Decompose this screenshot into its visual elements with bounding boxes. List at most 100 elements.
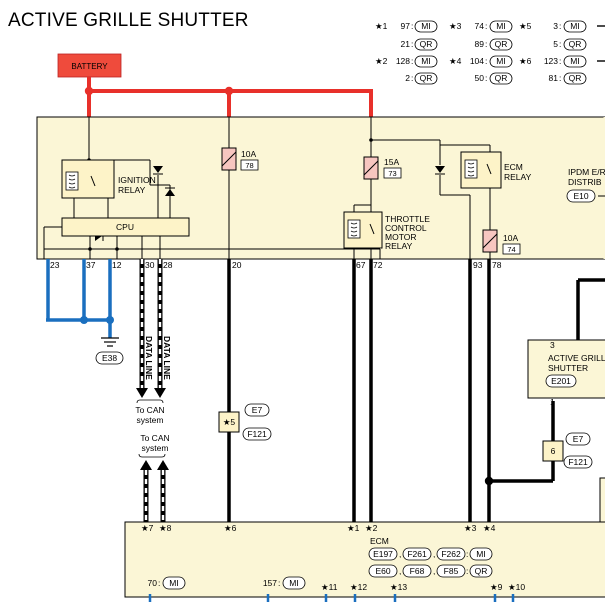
legend-tag-10: QR (569, 39, 582, 49)
ipdm-module: IGNITION RELAY CPU 10A 78 (36, 116, 605, 260)
svg-text::: : (466, 549, 468, 559)
power-wires (87, 77, 373, 117)
ecm-bottom-pin-157-tag: MI (289, 578, 298, 588)
svg-text:,: , (399, 566, 401, 576)
battery-label: BATTERY (71, 62, 108, 71)
data-line-wires (136, 259, 166, 398)
pin-23: 23 (50, 260, 60, 270)
ecm-relay-label-2: RELAY (504, 172, 532, 182)
ipdm-name-1: IPDM E/R (568, 167, 605, 177)
ecm-bottom-pin-70: 70 (148, 578, 158, 588)
legend-star-5: ★3 (449, 21, 462, 31)
svg-text:,: , (399, 549, 401, 559)
ground-connector: E38 (102, 353, 117, 363)
legend-code-4: 2 (405, 73, 410, 83)
legend-tag-5: MI (496, 21, 505, 31)
svg-text::: : (466, 566, 468, 576)
svg-text::: : (485, 56, 487, 66)
ecm-top-pin-8: ★8 (159, 523, 172, 533)
ecm-bottom-pin-11: ★11 (321, 582, 338, 592)
legend-tag-box (414, 20, 438, 33)
pin-72: 72 (373, 260, 383, 270)
pin-37: 37 (86, 260, 96, 270)
legend-code-1: 97 (401, 21, 411, 31)
ignition-relay: IGNITION RELAY (61, 159, 156, 199)
ecm-top-pin-3: ★3 (464, 523, 477, 533)
ecm-conn-f68: F68 (410, 566, 425, 576)
joint-6-conn-1: E7 (573, 434, 584, 444)
fuse-74-amp: 10A (503, 233, 518, 243)
svg-text::: : (559, 39, 561, 49)
legend-code-2: 21 (401, 39, 411, 49)
legend-code-11: 123 (544, 56, 558, 66)
ecm-bottom-pin-9: ★9 (490, 582, 503, 592)
ecm-bottom-pin-13: ★13 (390, 582, 407, 592)
fuse-74-num: 74 (507, 245, 515, 254)
legend-star-1: ★1 (375, 21, 388, 31)
svg-text::: : (411, 39, 413, 49)
shutter-pin-bottom: 1 (550, 397, 555, 407)
svg-text::: : (158, 578, 160, 588)
ipdm-connector: E10 (573, 191, 588, 201)
fuse-74: 10A 74 (482, 229, 521, 255)
svg-text::: : (559, 73, 561, 83)
ecm-conn-e197: E197 (373, 549, 393, 559)
can-label-bottom-2: system (142, 443, 169, 453)
data-line-wires-lower (140, 460, 169, 522)
ecm-bottom-pin-12: ★12 (350, 582, 367, 592)
legend-star-7: ★4 (449, 56, 462, 66)
legend-code-3: 128 (396, 56, 410, 66)
fuse-73-num: 73 (388, 169, 396, 178)
svg-text::: : (485, 21, 487, 31)
ipdm-pins: 23 37 12 30 28 20 67 72 93 78 (50, 260, 502, 270)
ecm-name: ECM (370, 536, 389, 546)
throttle-relay-label-3: MOTOR (385, 232, 416, 242)
svg-text::: : (411, 56, 413, 66)
ecm-conn-qr: QR (475, 566, 488, 576)
fuse-78-amp: 10A (241, 149, 256, 159)
ecm-top-pin-1: ★1 (347, 523, 360, 533)
pin-30: 30 (145, 260, 155, 270)
ground-wires (46, 259, 112, 338)
throttle-relay-label-2: CONTROL (385, 223, 427, 233)
joint-6-conn-2: F121 (568, 457, 588, 467)
battery: BATTERY (57, 53, 122, 78)
pin-28: 28 (163, 260, 173, 270)
fuse-78-num: 78 (245, 161, 253, 170)
svg-text::: : (485, 73, 487, 83)
svg-text::: : (559, 56, 561, 66)
pin-78: 78 (492, 260, 502, 270)
legend-tag-7: MI (496, 56, 505, 66)
legend-tag-9: MI (570, 21, 579, 31)
cpu-block: CPU (61, 217, 190, 237)
ecm-conn-mi: MI (476, 549, 485, 559)
ecm-top-pin-4: ★4 (483, 523, 496, 533)
joint-6: 6 E7 F121 (542, 432, 593, 469)
fuse-73: 15A 73 (363, 156, 402, 180)
svg-text:,: , (433, 549, 435, 559)
legend-code-8: 50 (475, 73, 485, 83)
pin-20: 20 (232, 260, 242, 270)
ecm-bottom-pin-70-tag: MI (169, 578, 178, 588)
can-bracket-bottom (138, 453, 166, 458)
joint-5-conn-2: F121 (247, 429, 267, 439)
joint-6-label: 6 (551, 446, 556, 456)
shutter-name-1: ACTIVE GRILLE (548, 353, 605, 363)
legend-tag-12: QR (569, 73, 582, 83)
ignition-relay-label-2: RELAY (118, 185, 146, 195)
ecm-relay-label-1: ECM (504, 162, 523, 172)
ecm-bottom-wires (148, 594, 515, 602)
legend-code-6: 89 (475, 39, 485, 49)
shutter-name-2: SHUTTER (548, 363, 588, 373)
legend-tag-6: QR (495, 39, 508, 49)
joint-5-label: ★5 (223, 417, 236, 427)
legend-code-9: 3 (553, 21, 558, 31)
ecm-conn-f85: F85 (444, 566, 459, 576)
can-label-top-2: system (137, 415, 164, 425)
svg-text::: : (278, 578, 280, 588)
ecm-top-pin-2: ★2 (365, 523, 378, 533)
legend-code-7: 104 (470, 56, 484, 66)
throttle-relay: THROTTLE CONTROL MOTOR RELAY (343, 211, 430, 251)
legend-tag-11: MI (570, 56, 579, 66)
